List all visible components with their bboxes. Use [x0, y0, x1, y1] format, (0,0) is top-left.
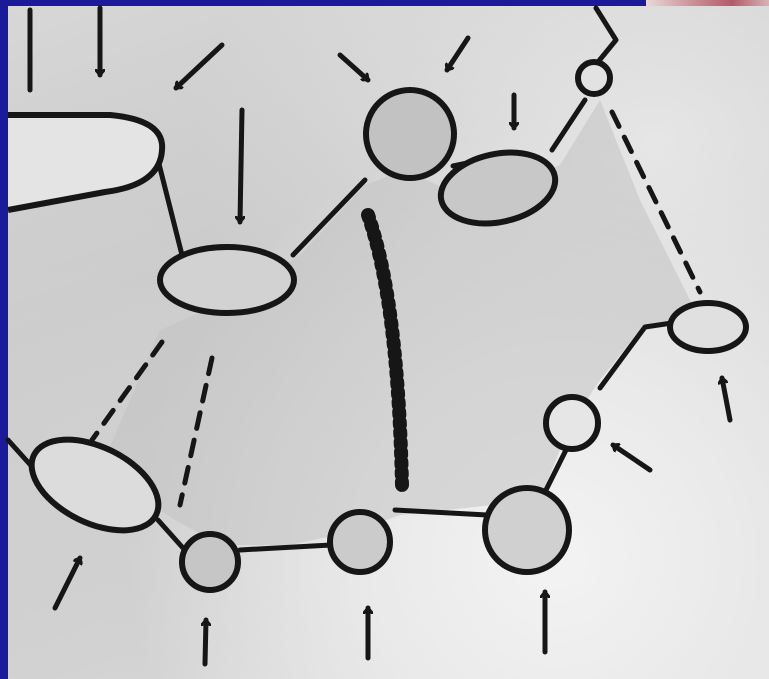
arrow-top-left-3 — [176, 45, 222, 88]
circle-top-center — [366, 90, 454, 178]
link-middle-bottom-to-small-bottom — [240, 545, 331, 550]
arrow-bottom-left-oval — [55, 558, 80, 608]
arrow-top-center-left — [340, 55, 368, 80]
arrow-top-center-right — [447, 38, 468, 70]
link-lower-circle-to-middle-bottom — [395, 510, 487, 515]
oval-right — [670, 303, 746, 351]
oval-top-left — [8, 115, 162, 210]
link-left-oval-to-center-oval — [158, 160, 182, 255]
oval-center-left — [160, 247, 294, 313]
link-small-bottom-to-left-oval — [158, 520, 183, 548]
arrow-down-center-oval — [240, 110, 242, 222]
arrow-right-oval-up — [722, 378, 730, 420]
link-small-circle-to-top-edge — [596, 8, 616, 62]
arrow-right-mid-circle — [613, 445, 650, 470]
circle-bottom-center — [330, 512, 390, 572]
circle-small-top-right — [578, 62, 610, 94]
circle-bottom-small — [182, 534, 238, 590]
circle-bottom-right — [485, 488, 569, 572]
circle-right-mid — [546, 397, 598, 449]
arrow-bottom-small-circle — [205, 620, 206, 664]
